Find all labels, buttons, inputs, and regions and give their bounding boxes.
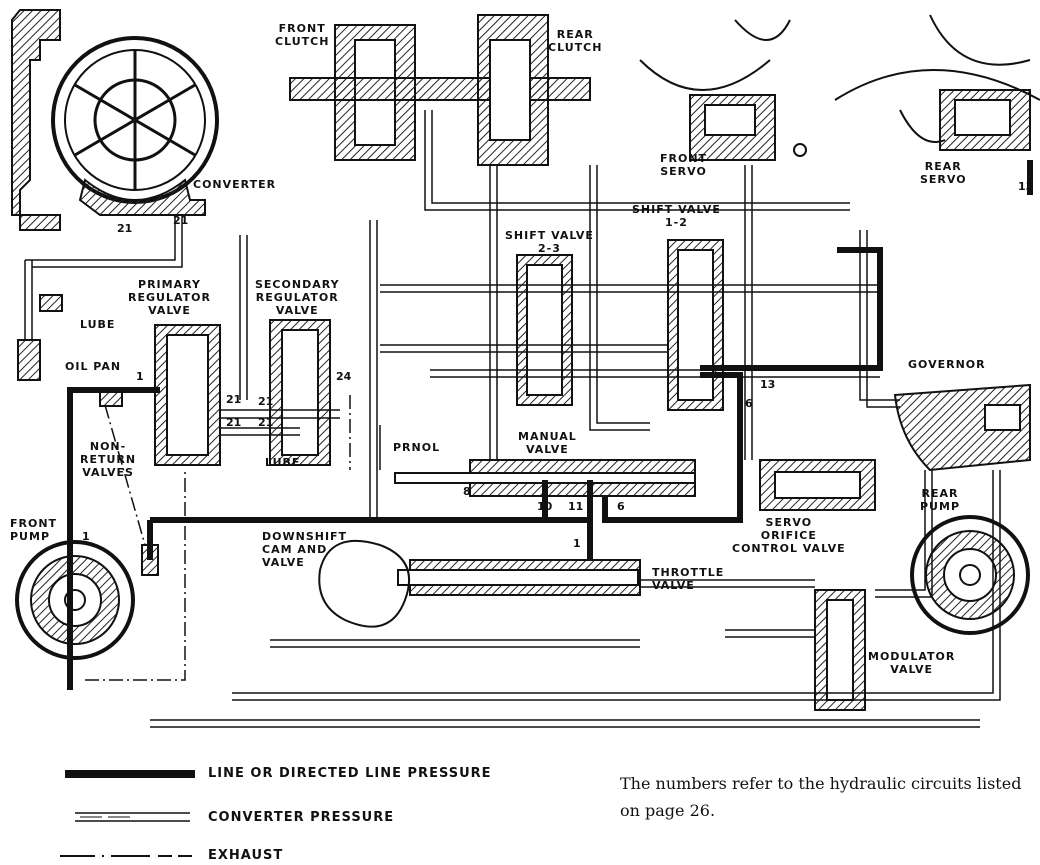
label-rear-servo: REAR SERVO xyxy=(920,160,967,186)
converter-pressure-circuit xyxy=(24,215,340,436)
label-front-pump: FRONT PUMP xyxy=(10,517,58,543)
manual-valve-body xyxy=(394,459,696,497)
circuit-number: 1 xyxy=(136,370,144,383)
label-shift-valve-1-2: SHIFT VALVE 1-2 xyxy=(632,203,721,229)
circuit-number: 24 xyxy=(336,370,352,383)
fluid-passages xyxy=(150,110,1001,728)
legend-line-pressure-label: LINE OR DIRECTED LINE PRESSURE xyxy=(208,766,492,781)
label-non-return-valves: NON- RETURN VALVES xyxy=(80,440,137,479)
legend-converter-pressure-swatch xyxy=(75,812,190,822)
label-lube-bottom: LUBE xyxy=(265,456,301,469)
label-modulator-valve: MODULATOR VALVE xyxy=(868,650,956,676)
modulator-valve-body xyxy=(814,589,866,711)
label-prnol: PRNOL xyxy=(393,441,441,454)
label-governor: GOVERNOR xyxy=(908,358,986,371)
exhaust-circuit xyxy=(85,395,351,681)
front-pump xyxy=(15,540,135,660)
lube-fitting xyxy=(17,294,63,381)
circuit-number: 21 xyxy=(258,416,274,429)
circuit-number: 6 xyxy=(745,397,753,410)
circuit-number: 21 xyxy=(117,222,133,235)
label-throttle-valve: THROTTLE VALVE xyxy=(652,566,725,592)
converter-assembly xyxy=(11,9,219,231)
secondary-regulator-body xyxy=(269,319,331,466)
label-primary-regulator: PRIMARY REGULATOR VALVE xyxy=(128,278,211,317)
legend-line-pressure-swatch xyxy=(65,770,195,778)
legend-exhaust-label: EXHAUST xyxy=(208,848,284,863)
label-front-servo: FRONT SERVO xyxy=(660,152,708,178)
circuit-number: 21 xyxy=(226,393,242,406)
label-servo-orifice-control-valve: SERVO ORIFICE CONTROL VALVE xyxy=(732,516,846,555)
label-rear-pump: REAR PUMP xyxy=(920,487,961,513)
downshift-cam xyxy=(318,539,410,628)
circuit-number: 11 xyxy=(568,500,584,513)
servo-orifice-body xyxy=(759,459,876,511)
label-downshift-cam-and-valve: DOWNSHIFT CAM AND VALVE xyxy=(262,530,348,569)
shift-valve-1-2-body xyxy=(667,239,724,411)
label-front-clutch: FRONT CLUTCH xyxy=(275,22,330,48)
circuit-number: 6 xyxy=(617,500,625,513)
rear-servo xyxy=(834,14,1040,151)
primary-regulator-body xyxy=(154,324,221,466)
line-pressure-circuit xyxy=(67,160,1033,690)
circuit-number: 8 xyxy=(463,485,471,498)
rear-clutch xyxy=(477,14,549,166)
legend-converter-pressure-label: CONVERTER PRESSURE xyxy=(208,810,395,825)
label-secondary-regulator: SECONDARY REGULATOR VALVE xyxy=(255,278,340,317)
circuit-number: 21 xyxy=(226,416,242,429)
circuit-number: 10 xyxy=(537,500,553,513)
circuit-number: 21 xyxy=(258,395,274,408)
circuit-number: 1 xyxy=(573,537,581,550)
label-rear-clutch: REAR CLUTCH xyxy=(548,28,603,54)
label-lube-left: LUBE xyxy=(80,318,116,331)
rear-pump xyxy=(910,515,1030,635)
throttle-valve-body xyxy=(397,559,641,596)
front-servo xyxy=(639,19,807,161)
label-shift-valve-2-3: SHIFT VALVE 2-3 xyxy=(505,229,594,255)
label-converter: CONVERTER xyxy=(193,178,277,191)
circuit-number: 21 xyxy=(173,214,189,227)
label-oil-pan: OIL PAN xyxy=(65,360,122,373)
circuit-number: 1 xyxy=(82,530,90,543)
label-manual-valve: MANUAL VALVE xyxy=(518,430,577,456)
circuit-number: 13 xyxy=(1018,180,1034,193)
governor-body xyxy=(893,383,1031,472)
circuit-number: 13 xyxy=(760,378,776,391)
footnote: The numbers refer to the hydraulic circu… xyxy=(620,774,1022,820)
shift-valve-2-3-body xyxy=(516,254,573,406)
